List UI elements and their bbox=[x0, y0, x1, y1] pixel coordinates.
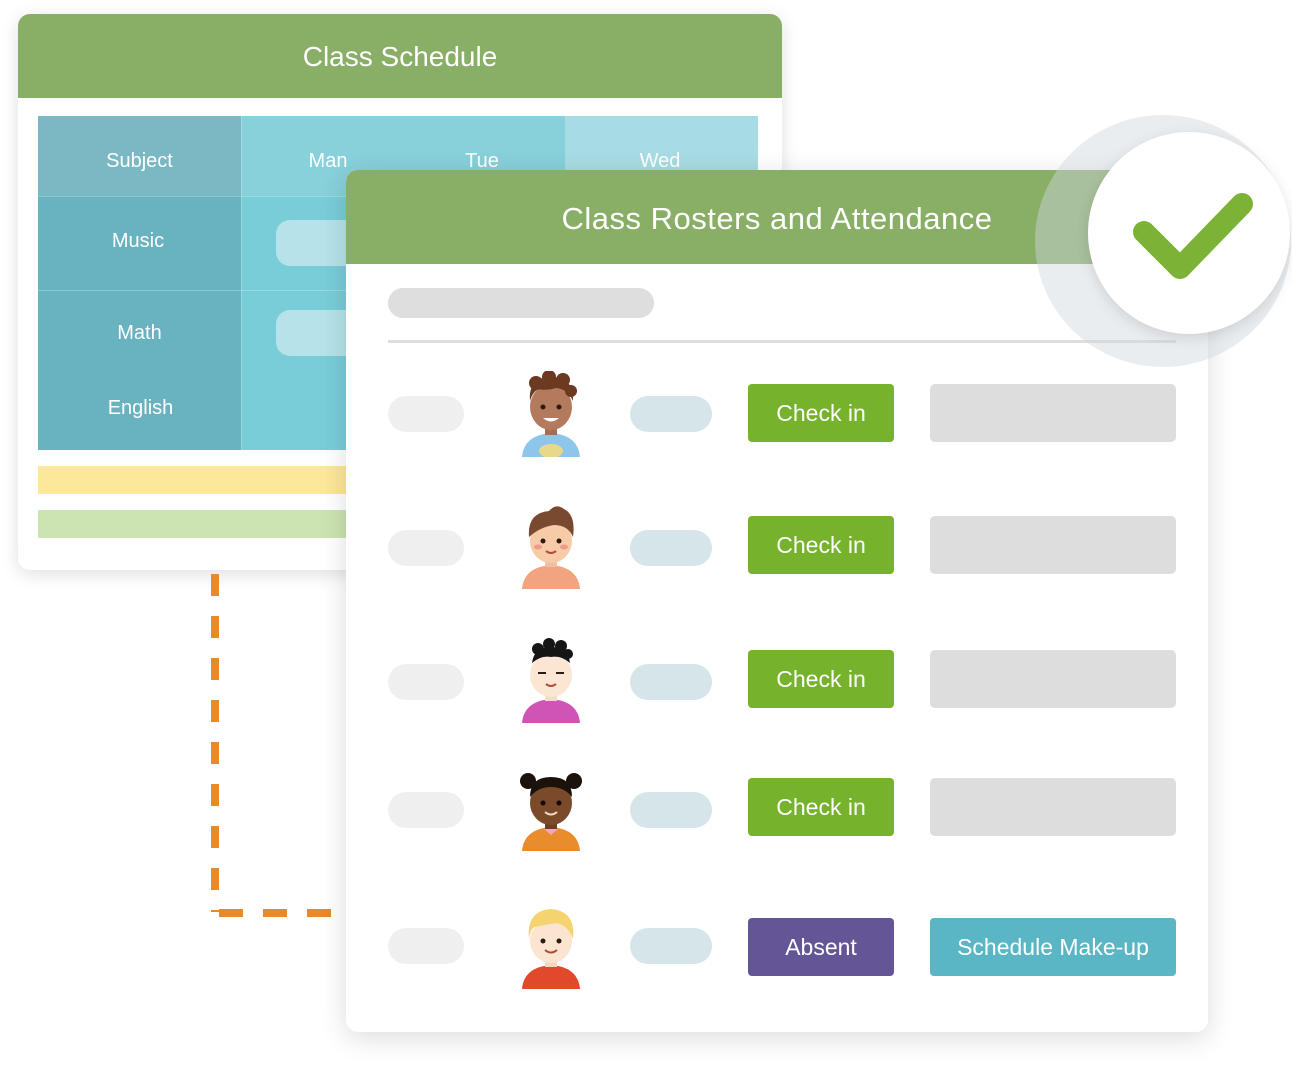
subject-english: English bbox=[107, 397, 174, 419]
checkmark-badge bbox=[1088, 132, 1290, 334]
student-info-placeholder bbox=[630, 530, 712, 566]
status-placeholder bbox=[930, 778, 1176, 836]
status-placeholder bbox=[930, 384, 1176, 442]
check-in-button[interactable]: Check in bbox=[748, 650, 894, 708]
student-name-placeholder bbox=[388, 664, 464, 700]
status-placeholder bbox=[930, 516, 1176, 574]
roster-row: Check in bbox=[346, 763, 1208, 853]
roster-title: Class Rosters and Attendance bbox=[346, 170, 1208, 264]
student-info-placeholder bbox=[630, 664, 712, 700]
roster-row: Absent Schedule Make-up bbox=[346, 903, 1208, 993]
student-avatar-brown-hair-boy bbox=[522, 506, 580, 589]
checkmark-icon bbox=[1133, 193, 1253, 279]
student-info-placeholder bbox=[630, 928, 712, 964]
student-name-placeholder bbox=[388, 396, 464, 432]
search-bar-placeholder[interactable] bbox=[388, 288, 654, 318]
absent-button[interactable]: Absent bbox=[748, 918, 894, 976]
schedule-makeup-button[interactable]: Schedule Make-up bbox=[930, 918, 1176, 976]
student-name-placeholder bbox=[388, 792, 464, 828]
schedule-title: Class Schedule bbox=[18, 14, 782, 98]
column-header-mon: Man bbox=[308, 150, 348, 172]
roster-row: Check in bbox=[346, 501, 1208, 591]
student-avatar-curly-hair-boy bbox=[522, 371, 580, 457]
connector-line-horizontal bbox=[219, 909, 343, 917]
check-in-button[interactable]: Check in bbox=[748, 384, 894, 442]
student-avatar-puff-hair-girl bbox=[520, 773, 582, 851]
roster-row: Check in bbox=[346, 635, 1208, 725]
student-avatar-blond-boy bbox=[522, 909, 580, 989]
divider bbox=[388, 340, 1176, 343]
subject-music: Music bbox=[111, 230, 165, 252]
class-roster-card: Class Rosters and Attendance Check in bbox=[346, 170, 1208, 1032]
student-info-placeholder bbox=[630, 792, 712, 828]
connector-line-vertical bbox=[211, 574, 219, 912]
column-header-subject: Subject bbox=[106, 150, 173, 172]
check-in-button[interactable]: Check in bbox=[748, 516, 894, 574]
column-header-tue: Tue bbox=[465, 150, 499, 172]
student-name-placeholder bbox=[388, 928, 464, 964]
student-name-placeholder bbox=[388, 530, 464, 566]
status-placeholder bbox=[930, 650, 1176, 708]
roster-row: Check in bbox=[346, 369, 1208, 459]
column-header-wed: Wed bbox=[639, 150, 681, 172]
student-avatar-black-hair-child bbox=[522, 638, 580, 723]
student-info-placeholder bbox=[630, 396, 712, 432]
check-in-button[interactable]: Check in bbox=[748, 778, 894, 836]
subject-math: Math bbox=[117, 322, 162, 344]
